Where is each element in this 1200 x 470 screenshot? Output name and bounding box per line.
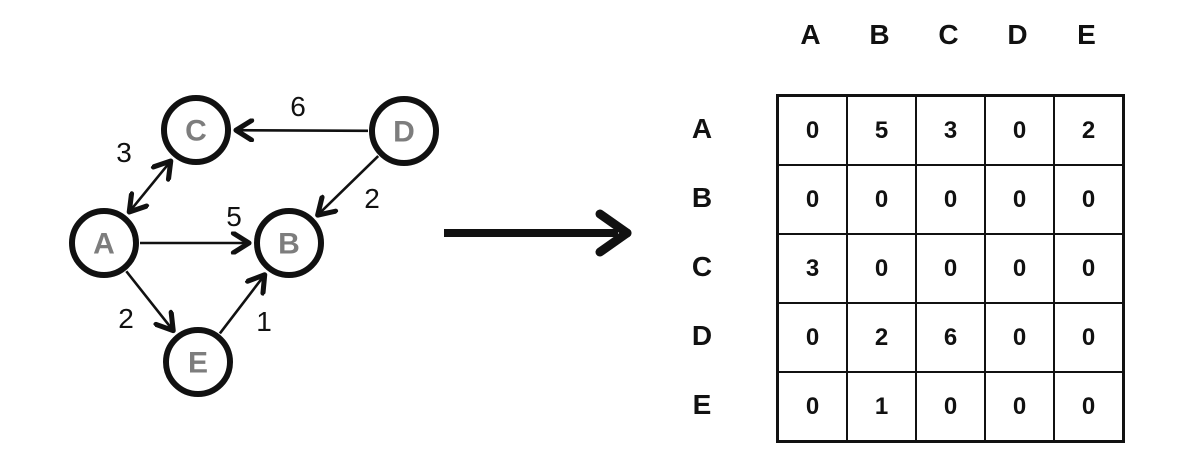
matrix-cell-E-B: 1 <box>847 372 916 441</box>
edge-weight-D-B: 2 <box>364 183 380 214</box>
edge-weight-A-C: 3 <box>116 137 132 168</box>
nodes-layer: A B C D E <box>69 95 439 397</box>
matrix-col-header-B: B <box>869 19 890 50</box>
edges-layer: 6 3 5 2 2 1 <box>116 91 380 337</box>
node-D <box>369 96 439 166</box>
node-C <box>161 95 231 165</box>
matrix-cell-D-C: 6 <box>916 303 985 372</box>
matrix-col-header-E: E <box>1077 19 1096 50</box>
node-label-B: B <box>278 228 300 261</box>
node-E <box>163 327 233 397</box>
matrix-col-header-A: A <box>800 19 821 50</box>
matrix-cell-A-C: 3 <box>916 96 985 165</box>
node-A <box>69 208 139 278</box>
matrix-row-label-B: B <box>691 181 713 213</box>
matrix-col-header-D: D <box>1007 19 1028 50</box>
matrix-cell-B-B: 0 <box>847 165 916 234</box>
node-label-D: D <box>393 116 415 149</box>
matrix-cell-B-D: 0 <box>985 165 1054 234</box>
matrix-cell-E-E: 0 <box>1054 372 1123 441</box>
edge-weight-E-B: 1 <box>256 306 272 337</box>
matrix-cell-B-E: 0 <box>1054 165 1123 234</box>
edge-E-B <box>218 275 265 335</box>
matrix-cell-A-B: 5 <box>847 96 916 165</box>
edge-D-C <box>236 130 369 131</box>
node-B <box>254 208 324 278</box>
matrix-cell-A-E: 2 <box>1054 96 1123 165</box>
matrix-cell-C-E: 0 <box>1054 234 1123 303</box>
edge-weight-D-C: 6 <box>290 91 306 122</box>
edge-D-B <box>318 155 380 215</box>
matrix-cell-D-B: 2 <box>847 303 916 372</box>
matrix-cell-C-B: 0 <box>847 234 916 303</box>
matrix-cell-A-D: 0 <box>985 96 1054 165</box>
matrix-cell-C-A: 3 <box>778 234 847 303</box>
matrix-row-label-E: E <box>692 388 712 420</box>
matrix-cell-C-D: 0 <box>985 234 1054 303</box>
matrix-row-label-D: D <box>691 319 713 351</box>
matrix-col-header-C: C <box>938 19 959 50</box>
matrix-cell-E-D: 0 <box>985 372 1054 441</box>
matrix-cell-B-A: 0 <box>778 165 847 234</box>
matrix-cell-D-E: 0 <box>1054 303 1123 372</box>
node-label-C: C <box>185 115 207 148</box>
matrix-cell-C-C: 0 <box>916 234 985 303</box>
matrix-cell-D-D: 0 <box>985 303 1054 372</box>
node-label-A: A <box>93 228 115 261</box>
edge-A-E <box>125 270 173 330</box>
matrix-row-label-A: A <box>691 112 713 144</box>
matrix-col-headers: A B C D E <box>776 17 1121 53</box>
matrix-cell-A-A: 0 <box>778 96 847 165</box>
matrix-row-label-C: C <box>691 250 713 282</box>
edge-weight-A-B: 5 <box>226 201 242 232</box>
node-label-E: E <box>188 347 208 380</box>
matrix-cell-D-A: 0 <box>778 303 847 372</box>
transform-arrow-icon <box>444 209 632 257</box>
matrix-cell-B-C: 0 <box>916 165 985 234</box>
edge-weight-A-E: 2 <box>118 303 134 334</box>
matrix-row-labels: A B C D E <box>670 94 734 439</box>
matrix-cell-E-A: 0 <box>778 372 847 441</box>
edge-A-C <box>129 161 170 212</box>
matrix-cell-E-C: 0 <box>916 372 985 441</box>
